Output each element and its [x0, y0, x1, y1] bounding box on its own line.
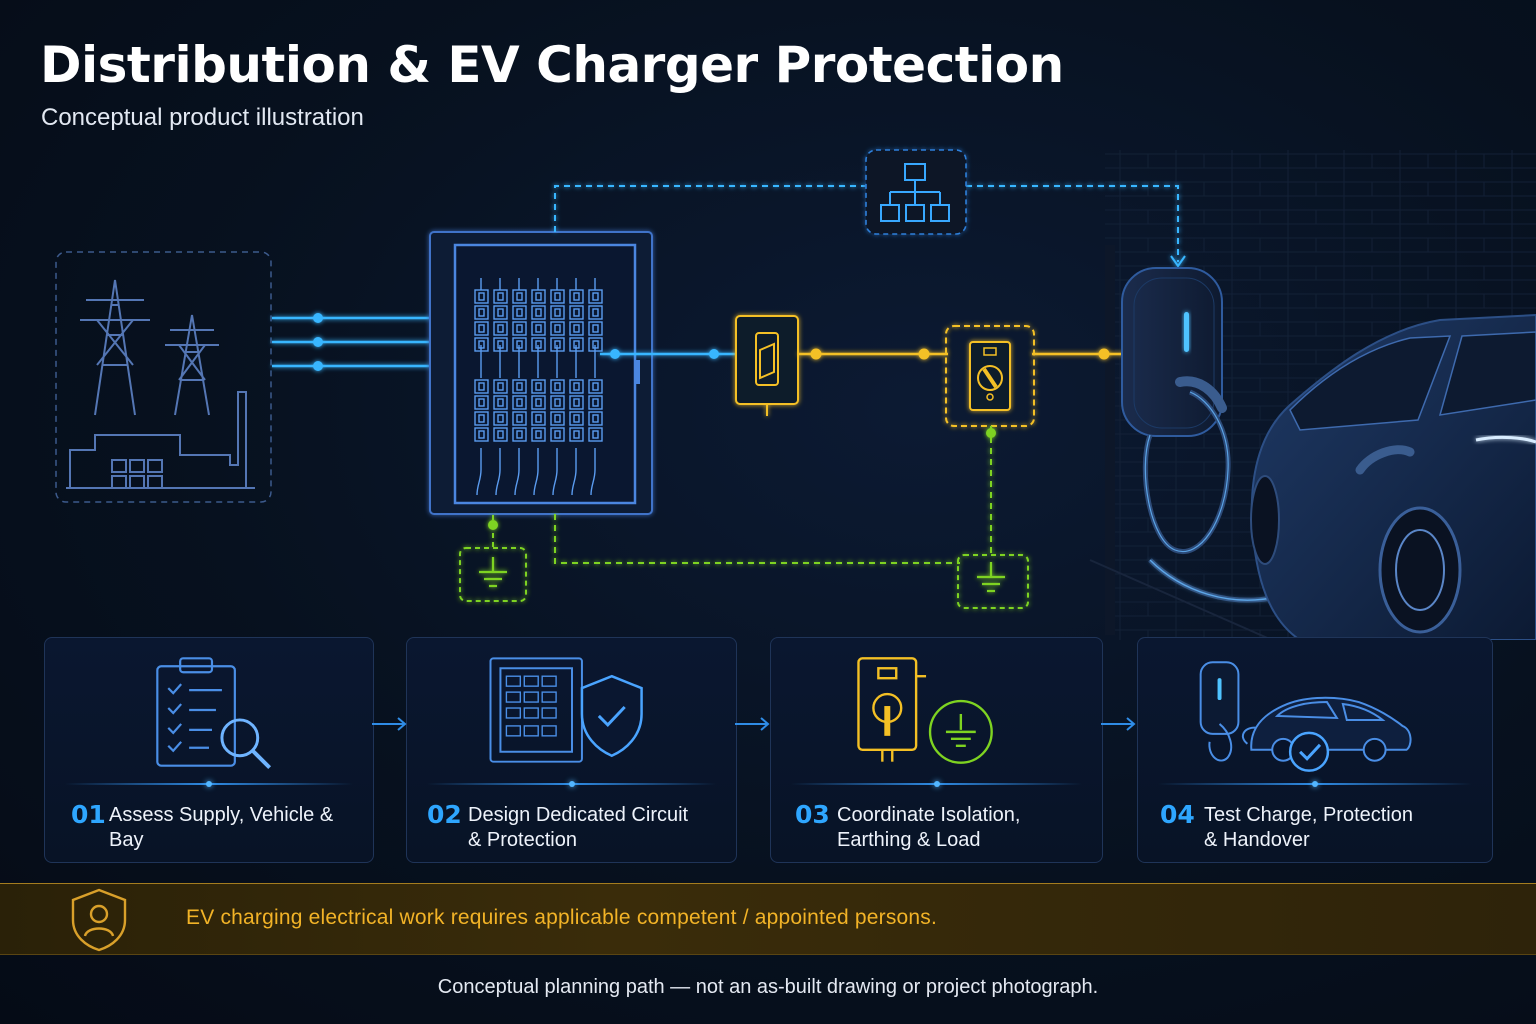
- page-title: Distribution & EV Charger Protection: [40, 36, 1064, 94]
- shield-person-icon: [71, 888, 127, 952]
- warning-text: EV charging electrical work requires app…: [186, 906, 938, 929]
- board-outgoing-line: [600, 349, 740, 359]
- network-hierarchy-icon: [865, 149, 967, 235]
- step-label: Coordinate Isolation, Earthing & Load: [837, 804, 1021, 851]
- step-divider: [65, 781, 353, 787]
- earth-bonding-line: [488, 426, 996, 564]
- arrow-right-icon: [735, 717, 770, 731]
- step-card-assess: 01 Assess Supply, Vehicle & Bay: [44, 637, 374, 863]
- step-card-coordinate: 03 Coordinate Isolation, Earthing & Load: [770, 637, 1103, 863]
- page-subtitle: Conceptual product illustration: [41, 104, 364, 131]
- step-card-design: 02 Design Dedicated Circuit & Protection: [406, 637, 737, 863]
- step-number: 02: [427, 800, 462, 829]
- protected-circuit-line: [798, 348, 1125, 360]
- isolator-earth-icon: [857, 657, 993, 764]
- step-divider: [791, 781, 1082, 787]
- earth-ground-icon: [459, 547, 527, 602]
- checklist-magnifier-icon: [156, 657, 272, 770]
- step-label: Assess Supply, Vehicle & Bay: [109, 804, 334, 851]
- step-divider: [427, 781, 716, 787]
- isolator-switch-icon: [735, 315, 799, 416]
- step-card-test: 04 Test Charge, Protection & Handover: [1137, 637, 1493, 863]
- supply-feed-lines: [272, 313, 438, 371]
- charger-car-check-icon: [1199, 661, 1412, 772]
- arrow-right-icon: [1101, 717, 1136, 731]
- step-label: Design Dedicated Circuit & Protection: [468, 804, 689, 851]
- wiring-diagram: [55, 149, 1536, 640]
- electric-car-icon: [1089, 313, 1536, 640]
- wall-edge: [1105, 245, 1115, 635]
- step-label: Test Charge, Protection & Handover: [1204, 804, 1413, 851]
- competent-person-warning-band: [0, 883, 1536, 955]
- network-control-link: [554, 185, 1186, 268]
- arrow-right-icon: [372, 717, 407, 731]
- power-grid-icon: [55, 251, 272, 503]
- distribution-board-icon: [429, 231, 653, 515]
- step-number: 03: [795, 800, 830, 829]
- step-divider: [1158, 781, 1472, 787]
- step-number: 04: [1160, 800, 1195, 829]
- protection-device-icon: [945, 325, 1035, 427]
- earth-ground-icon: [957, 554, 1029, 609]
- circuit-shield-icon: [489, 657, 643, 763]
- footer-disclaimer: Conceptual planning path — not an as-bui…: [437, 976, 1099, 998]
- step-number: 01: [71, 800, 106, 829]
